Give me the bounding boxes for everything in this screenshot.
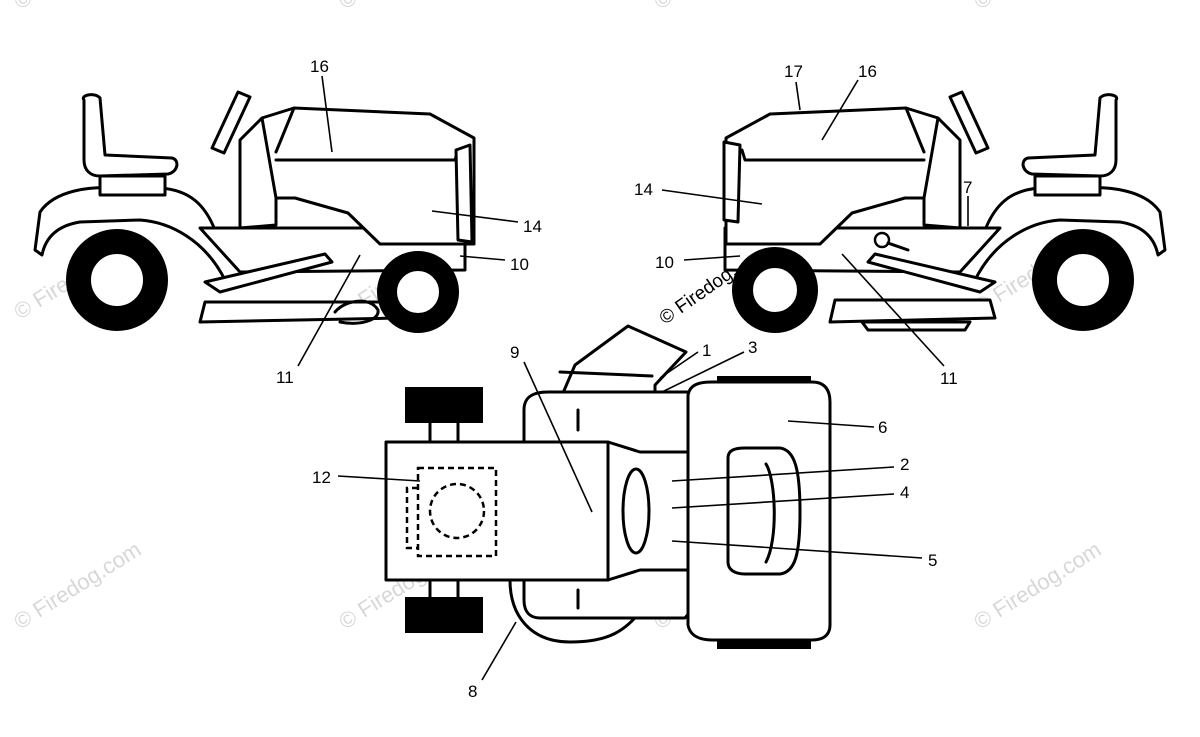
seat-top bbox=[726, 446, 802, 576]
engine-outline bbox=[405, 486, 418, 550]
label-14: 14 bbox=[523, 217, 542, 236]
rear-wheel bbox=[66, 229, 168, 331]
discharge-chute bbox=[333, 299, 380, 325]
tractor-left-side-view: 16 14 10 11 bbox=[33, 57, 542, 387]
watermark: © Firedog.com bbox=[649, 0, 785, 14]
tractor-right-side-view: 17 16 14 7 10 11 bbox=[634, 62, 1167, 388]
chute-line bbox=[558, 370, 654, 378]
tractor-top-view: 9 1 3 6 12 2 4 5 8 bbox=[312, 324, 937, 701]
label-10: 10 bbox=[655, 253, 674, 272]
label-14: 14 bbox=[634, 180, 653, 199]
hood-grille bbox=[454, 143, 474, 244]
steering-wheel bbox=[948, 90, 990, 155]
label-11: 11 bbox=[276, 368, 294, 387]
footrest bbox=[866, 252, 997, 294]
seat bbox=[81, 93, 179, 178]
hood-line bbox=[274, 106, 296, 154]
front-wheel-top bbox=[405, 597, 483, 633]
mulch-plate bbox=[860, 320, 972, 332]
mower-deck bbox=[198, 300, 400, 324]
hood bbox=[260, 106, 476, 246]
label-7: 7 bbox=[963, 178, 972, 197]
label-11: 11 bbox=[940, 369, 958, 388]
watermark: © Firedog.com bbox=[9, 536, 145, 634]
engine-outline bbox=[416, 466, 498, 558]
seat-base bbox=[1033, 174, 1102, 197]
label-3: 3 bbox=[748, 338, 757, 357]
front-wheel bbox=[377, 251, 459, 333]
seat-base bbox=[98, 174, 167, 197]
rear-wheel bbox=[1032, 229, 1134, 331]
label-1: 1 bbox=[702, 341, 711, 360]
label-12: 12 bbox=[312, 468, 331, 487]
hood-line bbox=[904, 106, 926, 154]
watermark: © Firedog.com bbox=[334, 0, 470, 14]
ignition-key bbox=[873, 231, 910, 252]
label-10: 10 bbox=[510, 255, 529, 274]
front-wheel bbox=[732, 247, 818, 333]
seat bbox=[1021, 93, 1119, 178]
footrest bbox=[203, 252, 334, 294]
engine-outline bbox=[428, 482, 486, 540]
steering-wheel bbox=[210, 90, 252, 155]
hood-grille bbox=[722, 140, 742, 224]
watermark: © Firedog.com bbox=[969, 536, 1105, 634]
mower-deck bbox=[828, 298, 997, 324]
watermark: © Firedog.com bbox=[9, 0, 145, 14]
label-6: 6 bbox=[878, 418, 887, 437]
label-2: 2 bbox=[900, 455, 909, 474]
label-9: 9 bbox=[510, 343, 519, 362]
steering-wheel-top bbox=[621, 467, 651, 555]
seat-back-line bbox=[764, 462, 776, 564]
hood-line bbox=[740, 148, 926, 162]
watermark: © Firedog.com bbox=[969, 0, 1105, 14]
label-5: 5 bbox=[928, 551, 937, 570]
label-16: 16 bbox=[858, 62, 877, 81]
label-8: 8 bbox=[468, 682, 477, 701]
front-wheel-top bbox=[405, 387, 483, 423]
label-16: 16 bbox=[310, 57, 329, 76]
label-4: 4 bbox=[900, 483, 909, 502]
label-17: 17 bbox=[784, 62, 803, 81]
hood bbox=[724, 106, 940, 246]
